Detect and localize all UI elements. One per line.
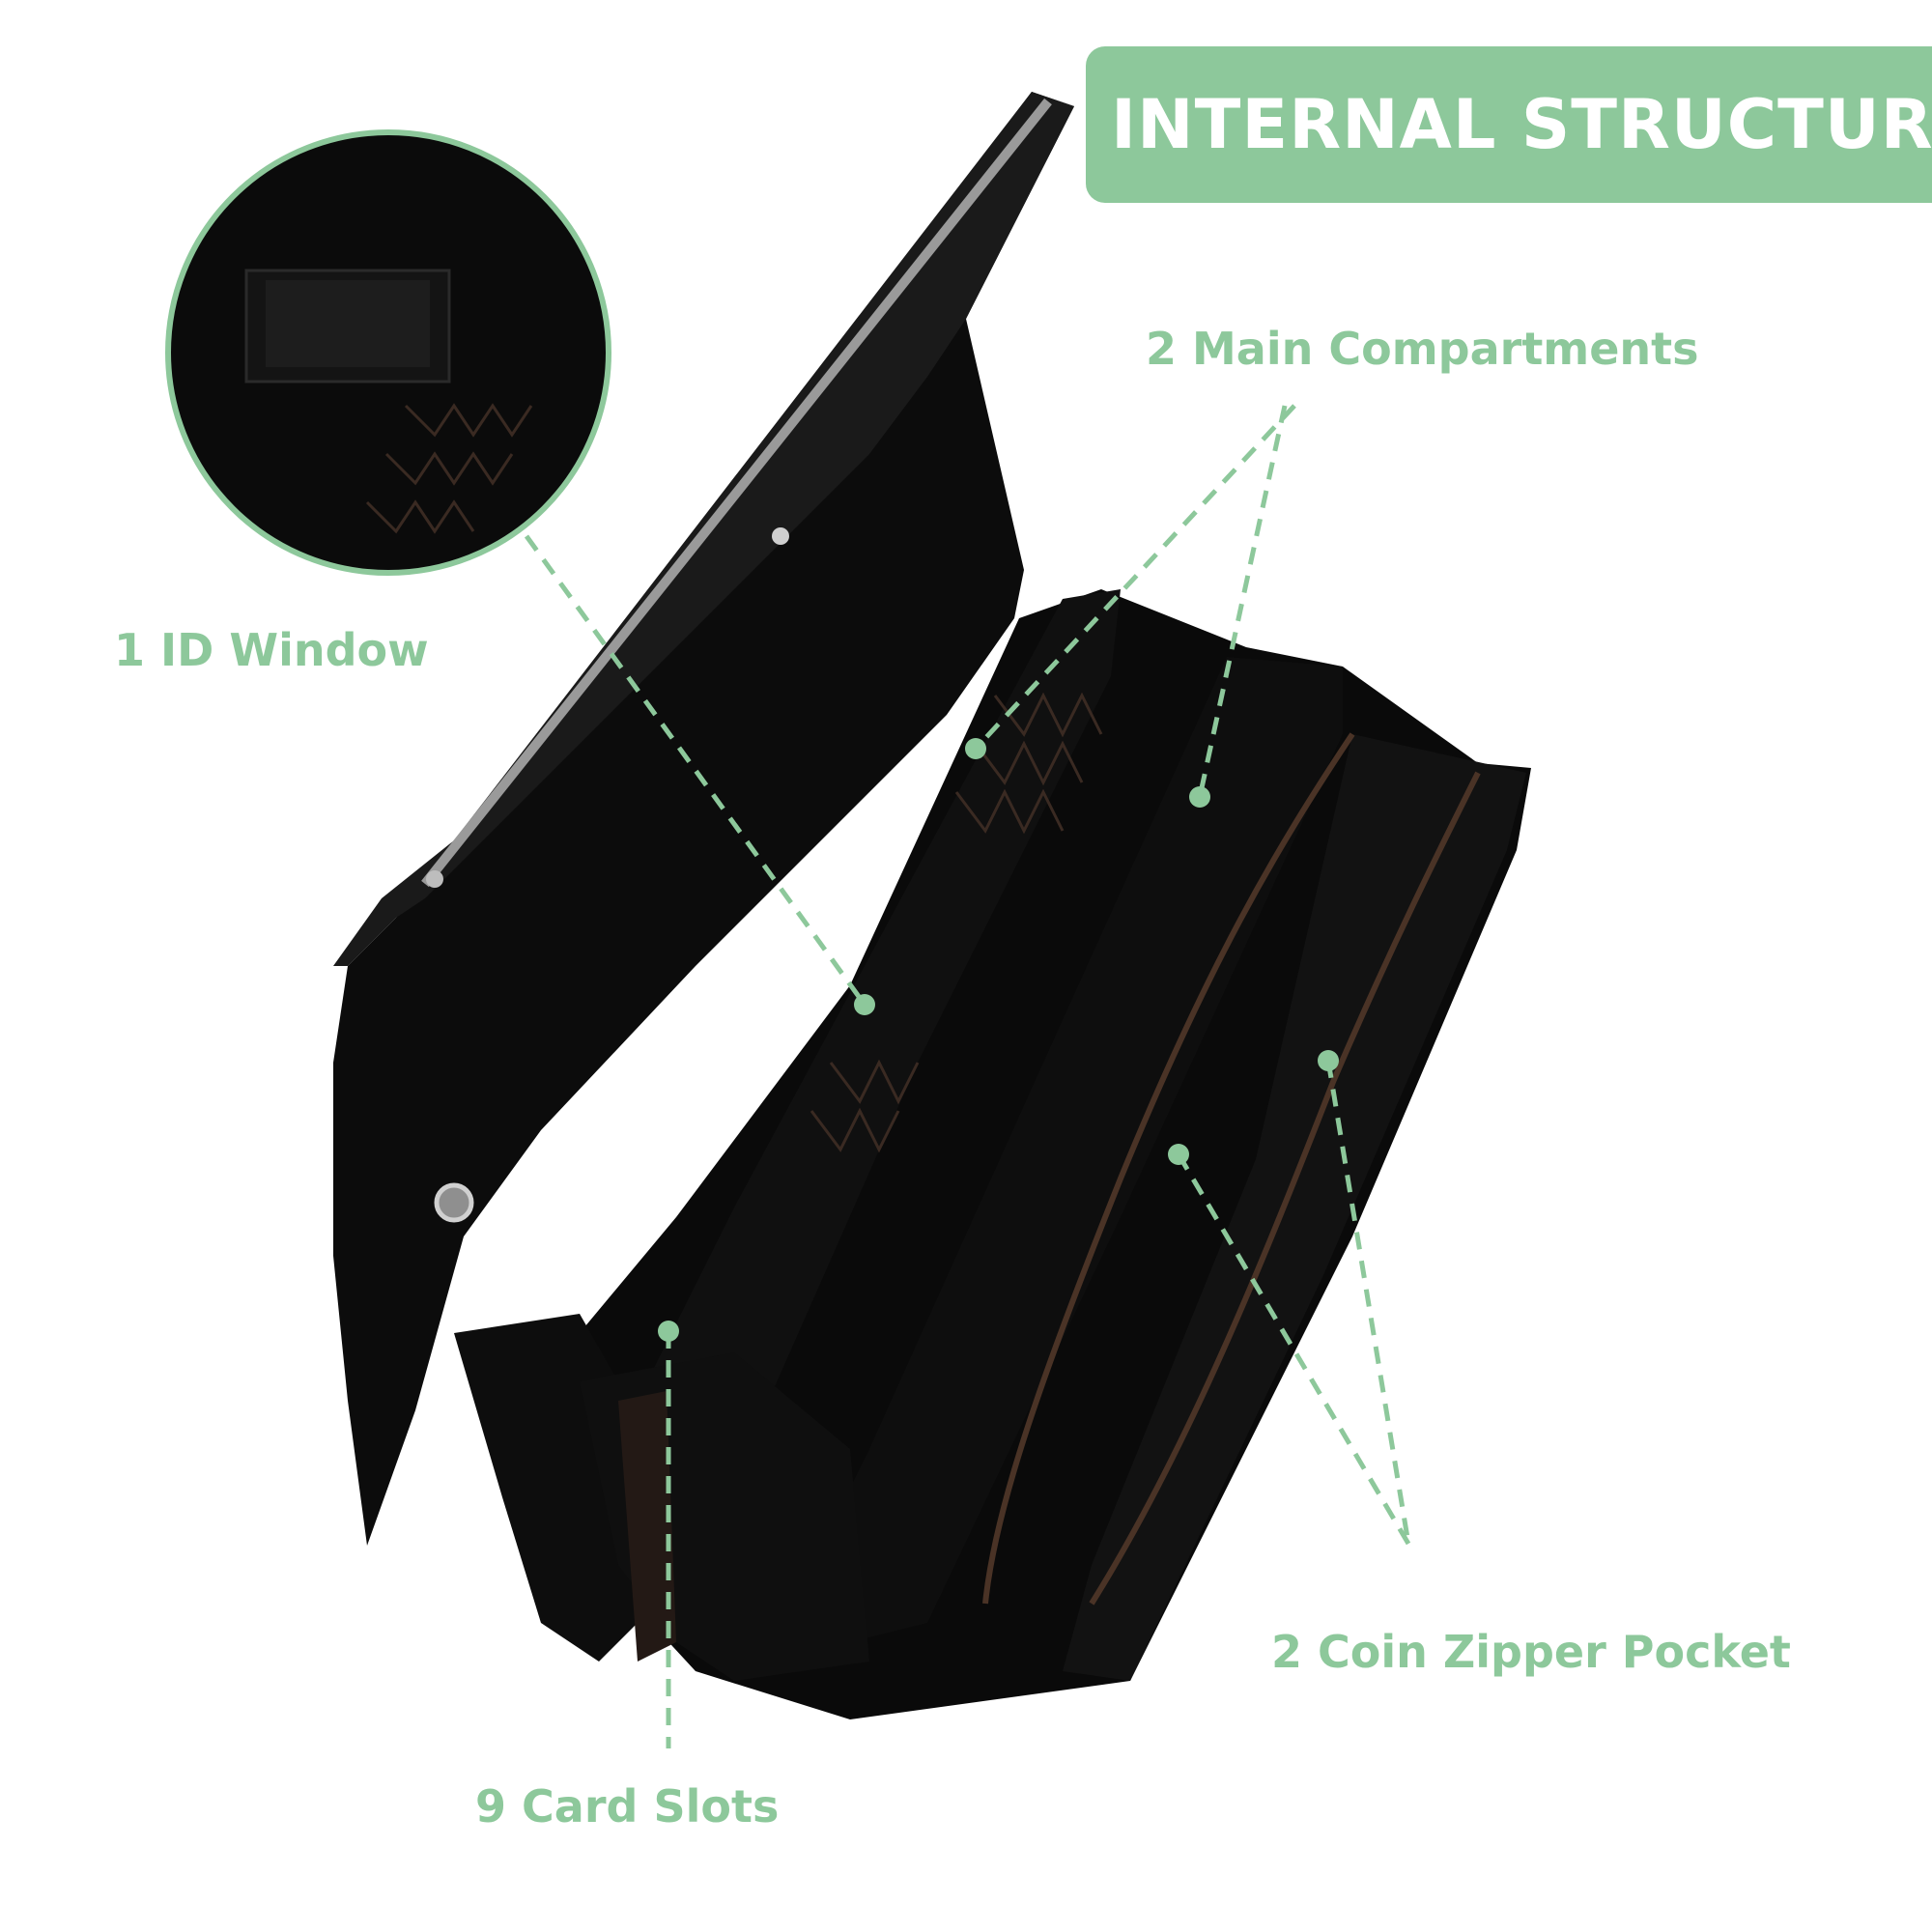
wallet-body: [454, 589, 1531, 1719]
anchor-dot-id-window: [854, 994, 875, 1015]
page-title: INTERNAL STRUCTURE: [1111, 85, 1932, 164]
metal-frame-edge: [421, 98, 1052, 888]
zipper-line-2: [1089, 771, 1481, 1605]
frame-rivet: [426, 870, 443, 888]
snap-stud-top: [772, 527, 789, 545]
id-window-pane: [266, 280, 430, 367]
callout-label-main-compartments: 2 Main Compartments: [1146, 323, 1699, 375]
anchor-dot-zipper-pocket-1: [1168, 1144, 1189, 1165]
anchor-dot-main-compartment-2: [1189, 786, 1210, 808]
id-window-zoom-circle: [165, 129, 611, 576]
snap-button: [434, 1182, 474, 1223]
anchor-dot-card-slots: [658, 1321, 679, 1342]
callout-leader-lines: [524, 404, 1411, 1748]
anchor-dot-main-compartment-1: [965, 738, 986, 759]
zipper-line-1: [982, 732, 1355, 1605]
wallet-flap: [333, 92, 1074, 1546]
header-banner: INTERNAL STRUCTURE: [1086, 46, 1932, 203]
callout-anchor-dots: [658, 738, 1339, 1342]
callout-label-card-slots: 9 Card Slots: [475, 1780, 780, 1833]
callout-label-coin-zipper-pocket: 2 Coin Zipper Pocket: [1271, 1626, 1791, 1678]
callout-label-id-window: 1 ID Window: [114, 624, 429, 676]
anchor-dot-zipper-pocket-2: [1318, 1050, 1339, 1071]
